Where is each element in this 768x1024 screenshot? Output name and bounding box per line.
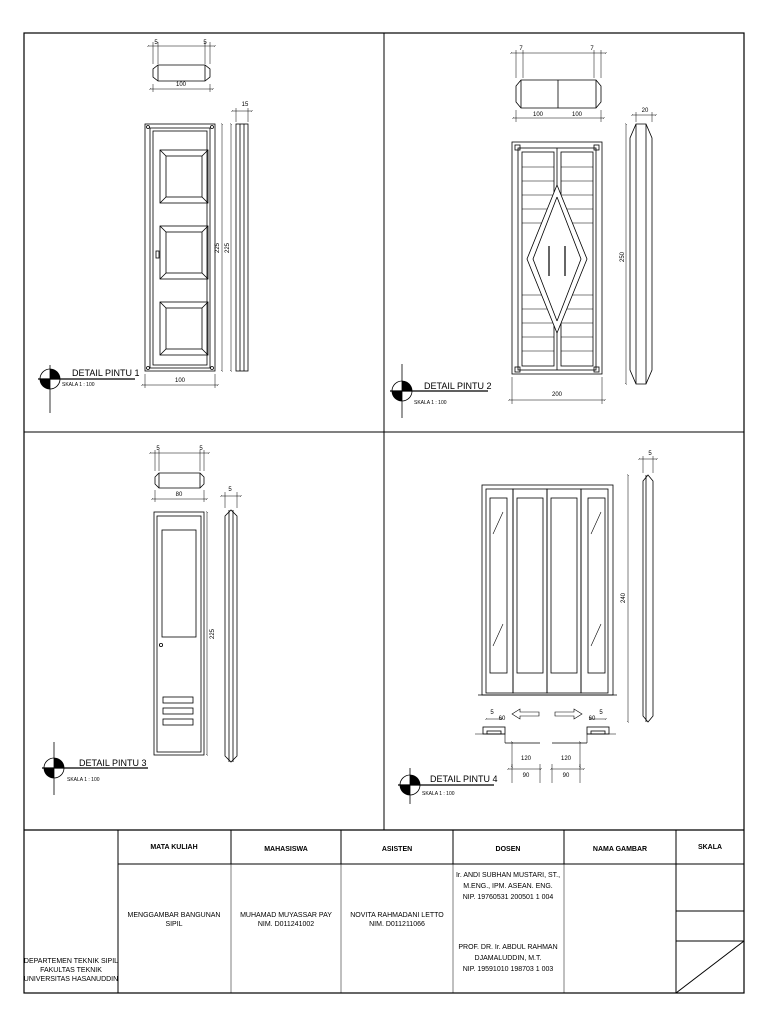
dim2-top-w1: 100 xyxy=(533,112,544,118)
dim2-top-w2: 100 xyxy=(572,112,583,118)
dim-top-left: 5 xyxy=(154,40,158,46)
detail-pintu-1: 5 5 100 xyxy=(38,40,252,413)
lecturer2-line-2: DJAMALUDDIN, M.T. xyxy=(475,955,542,962)
header-course: MATA KULIAH xyxy=(150,844,197,851)
dim-height-front: 225 xyxy=(215,242,221,253)
institution-line-2: FAKULTAS TEKNIK xyxy=(40,967,102,974)
student-name: MUHAMAD MUYASSAR PAY xyxy=(240,912,332,919)
dim3-side-thick: 5 xyxy=(228,487,232,493)
detail-title-4: DETAIL PINTU 4 xyxy=(430,774,498,784)
sliding-plan-4 xyxy=(475,708,616,783)
detail-title-1: DETAIL PINTU 1 xyxy=(72,368,140,378)
dim3-top-left: 5 xyxy=(156,446,160,452)
side-section-2 xyxy=(626,112,656,384)
dim2-height-side: 250 xyxy=(620,251,626,262)
header-drawing-name: NAMA GAMBAR xyxy=(593,846,647,853)
dim-side-thick: 15 xyxy=(242,102,249,108)
assistant-name: NOVITA RAHMADANI LETTO xyxy=(350,912,444,919)
dim-top-width: 100 xyxy=(176,82,187,88)
door-elevation-2 xyxy=(509,141,605,404)
door-elevation-3 xyxy=(153,512,207,755)
dim4-left-thick: 5 xyxy=(490,710,494,716)
institution-line-1: DEPARTEMEN TEKNIK SIPIL xyxy=(24,958,118,965)
dim4-left-width: 90 xyxy=(523,773,530,779)
detail-title-3: DETAIL PINTU 3 xyxy=(79,758,147,768)
dim4-left-depth: 120 xyxy=(521,756,532,762)
header-assistant: ASISTEN xyxy=(382,846,412,853)
door-elevation-4 xyxy=(478,484,617,696)
plan-view-1 xyxy=(148,42,215,92)
side-section-4 xyxy=(628,456,657,722)
detail-scale-4: SKALA 1 : 100 xyxy=(422,791,455,797)
dim-bottom-width: 100 xyxy=(175,378,186,384)
lecturer2-nip: NIP. 19591010 198703 1 003 xyxy=(463,966,554,973)
section-marker-3 xyxy=(42,742,148,795)
door-elevation-1 xyxy=(142,124,222,388)
course-line-2: SIPIL xyxy=(165,921,182,928)
dim-height-side: 225 xyxy=(225,242,231,253)
dim2-bottom-width: 200 xyxy=(552,392,563,398)
dim3-height-front: 225 xyxy=(210,628,216,639)
lecturer2-line-1: PROF. DR. Ir. ABDUL RAHMAN xyxy=(458,944,557,951)
plan-view-2 xyxy=(511,50,606,122)
dim4-right-thick: 5 xyxy=(599,710,603,716)
dim4-right-depth: 120 xyxy=(561,756,572,762)
section-marker-4 xyxy=(398,768,494,804)
dim4-height-side: 240 xyxy=(621,592,627,603)
side-section-1 xyxy=(231,108,252,371)
plan-view-3 xyxy=(150,450,209,502)
detail-title-2: DETAIL PINTU 2 xyxy=(424,381,492,391)
header-student: MAHASISWA xyxy=(264,846,308,853)
detail-scale-2: SKALA 1 : 100 xyxy=(414,400,447,406)
section-marker-2 xyxy=(390,364,488,418)
student-nim: NIM. D011241002 xyxy=(258,921,314,928)
dim2-top-right: 7 xyxy=(590,46,594,52)
section-marker-1 xyxy=(38,365,135,413)
dim3-top-right: 5 xyxy=(199,446,203,452)
title-block xyxy=(117,830,745,994)
side-section-3 xyxy=(221,492,241,763)
lecturer1-nip: NIP. 19760531 200501 1 004 xyxy=(463,894,554,901)
assistant-nim: NIM. D011211066 xyxy=(369,921,425,928)
detail-pintu-4: 5 240 5 60 60 xyxy=(398,451,657,804)
header-scale: SKALA xyxy=(698,844,722,851)
lecturer1-line-1: Ir. ANDI SUBHAN MUSTARI, ST., xyxy=(456,872,560,879)
dim3-top-width: 80 xyxy=(176,492,183,498)
dim4-side-thick: 5 xyxy=(648,451,652,457)
header-lecturer: DOSEN xyxy=(496,846,521,853)
dim-top-right: 5 xyxy=(203,40,207,46)
course-line-1: MENGGAMBAR BANGUNAN xyxy=(128,912,221,919)
dim4-right-w: 60 xyxy=(589,716,596,722)
lecturer1-line-2: M.ENG., IPM. ASEAN. ENG. xyxy=(463,883,553,890)
dim2-side-thick: 20 xyxy=(642,108,649,114)
dim4-left-w: 60 xyxy=(499,716,506,722)
detail-scale-3: SKALA 1 : 100 xyxy=(67,777,100,783)
detail-pintu-2: 7 7 100 100 xyxy=(390,46,656,418)
dim2-top-left: 7 xyxy=(519,46,523,52)
institution-line-3: UNIVERSITAS HASANUDDIN xyxy=(24,976,118,983)
detail-pintu-3: 5 5 80 225 5 D xyxy=(42,446,241,795)
dim4-right-width: 90 xyxy=(563,773,570,779)
detail-scale-1: SKALA 1 : 100 xyxy=(62,382,95,388)
